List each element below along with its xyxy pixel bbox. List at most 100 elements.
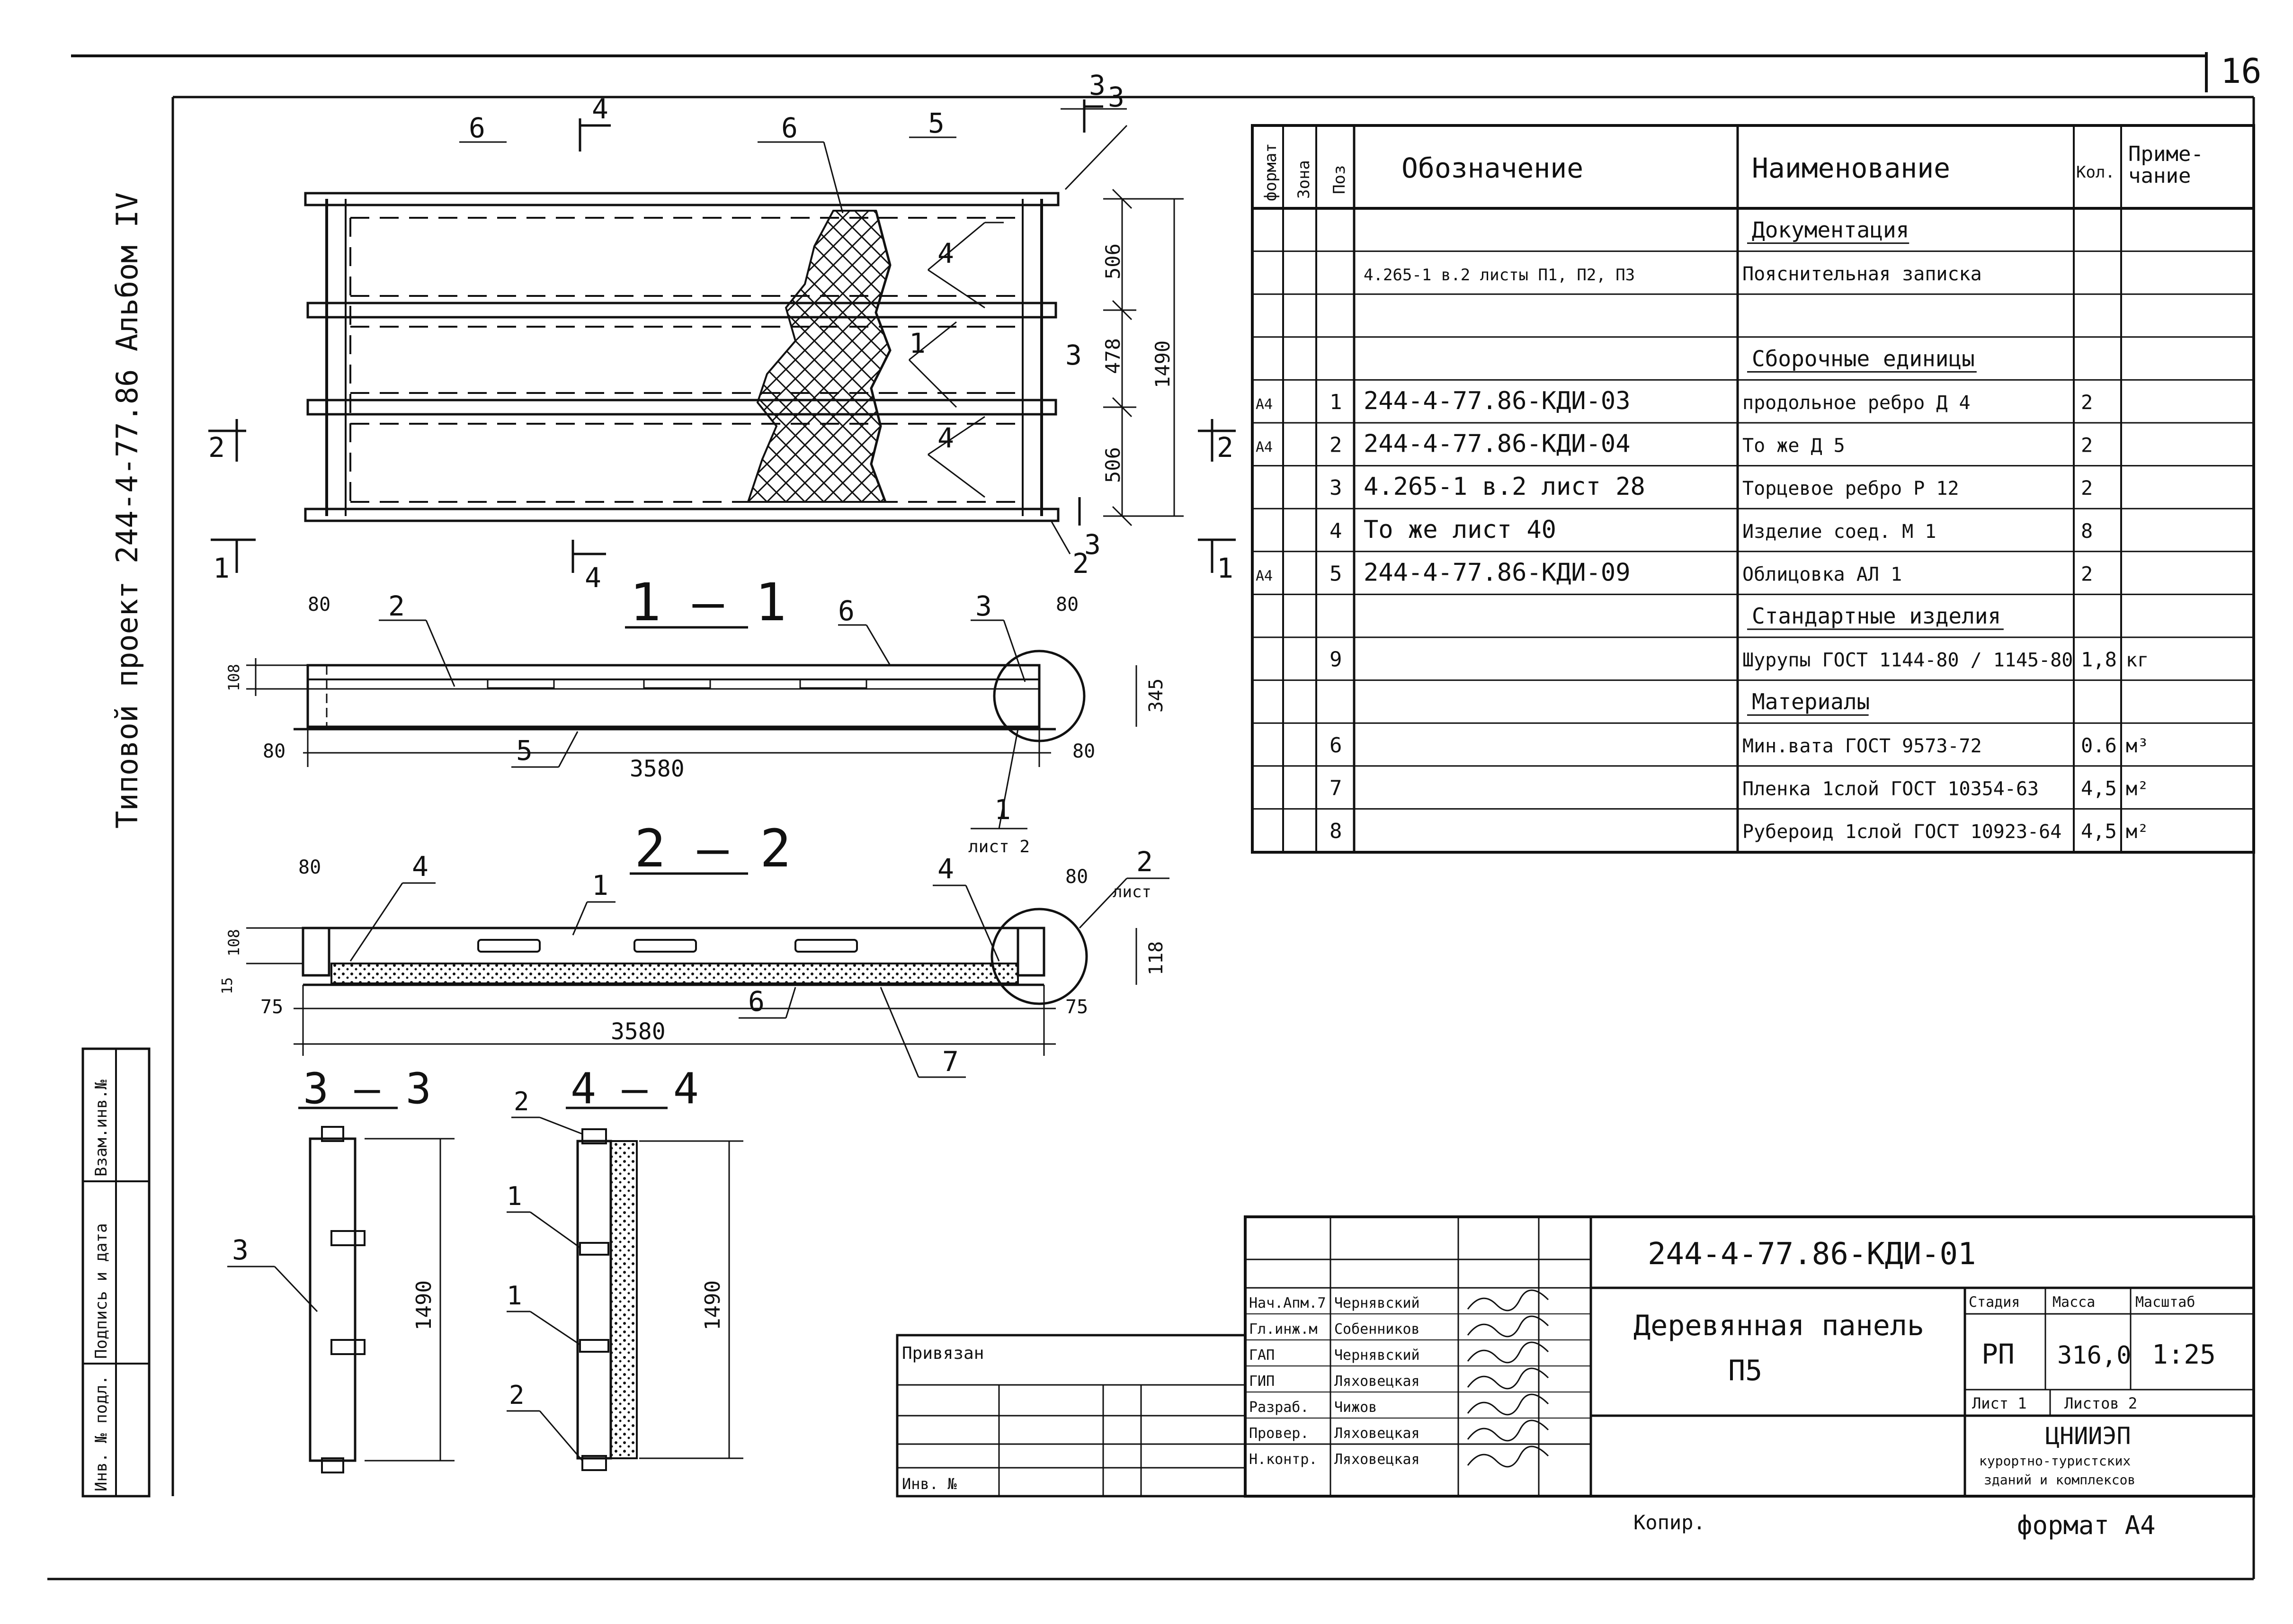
spec-cell-name: Пояснительная записка xyxy=(1742,263,1982,285)
plan-dim-bottom: 506 xyxy=(1101,447,1124,483)
spec-cell-format: А4 xyxy=(1256,568,1273,584)
s22-callout-4-left: 4 xyxy=(412,850,428,883)
section-1-1-callouts: 2 6 3 5 1 лист 2 xyxy=(379,590,1030,857)
plan-dims: 506 478 1490 506 xyxy=(1101,243,1174,483)
cut-3-top: 3 xyxy=(1089,69,1106,101)
spec-table-rows: Документация 4.265-1 в.2 листы П1, П2, П3… xyxy=(1252,217,2254,853)
spec-cell-name: Облицовка АЛ 1 xyxy=(1742,563,1902,585)
cut-2-right: 2 xyxy=(1217,431,1233,464)
sheets-label: Листов 2 xyxy=(2064,1394,2137,1412)
spec-cell-name: Шурупы ГОСТ 1144-80 / 1145-80 xyxy=(1742,650,2073,671)
spec-head-format: формат xyxy=(1261,143,1280,201)
section-1-1-title: 1 — 1 xyxy=(630,572,786,633)
plan-callout-4b: 4 xyxy=(937,422,954,454)
signature-mark xyxy=(1467,1289,1549,1312)
spec-cell-qty: 4,5 xyxy=(2081,776,2117,800)
s22-dim-height: 118 xyxy=(1145,941,1167,975)
spec-head-name: Наименование xyxy=(1752,152,1950,184)
spec-cell-note: м² xyxy=(2126,778,2149,800)
spec-cell-qty: 8 xyxy=(2081,519,2093,543)
role-person: Ляховецкая xyxy=(1334,1373,1420,1390)
left-stamp: Инв. № подл. Подпись и дата Взам.инв.№ xyxy=(81,1047,151,1498)
plan-callout-6b: 6 xyxy=(781,112,798,144)
spec-cell-format: А4 xyxy=(1256,439,1273,456)
signature-mark xyxy=(1467,1341,1549,1364)
spec-cell-pos: 6 xyxy=(1329,733,1342,758)
spec-cell-name: Сборочные единицы xyxy=(1752,346,1975,371)
spec-head-note: Приме-чание xyxy=(2128,142,2204,188)
section-4-4 xyxy=(507,1116,743,1471)
spec-row: Стандартные изделия xyxy=(1252,603,2254,638)
role-title: Разраб. xyxy=(1249,1399,1309,1416)
s11-dim-length: 3580 xyxy=(630,756,685,782)
spec-cell-qty: 2 xyxy=(2081,434,2093,457)
role-row: Н.контр.Ляховецкая xyxy=(1245,1444,1591,1468)
section-4-4-callouts: 2 1 1 2 xyxy=(507,1087,529,1410)
s11-callout-1: 1 xyxy=(994,794,1011,826)
spec-head-pos: Поз xyxy=(1330,165,1349,194)
spec-cell-name: Рубероид 1слой ГОСТ 10923-64 xyxy=(1742,821,2061,843)
cut-4-top: 4 xyxy=(592,93,608,125)
spec-cell-format: А4 xyxy=(1256,396,1273,413)
s11-dim-80-top: 80 xyxy=(308,594,330,616)
section-2-2 xyxy=(246,908,1137,1056)
spec-cell-code: 244-4-77.86-КДИ-04 xyxy=(1364,430,1631,458)
mass-label: Масса xyxy=(2052,1294,2095,1311)
plan-cut-marks: 1 1 2 2 4 4 3 3 xyxy=(208,69,1236,594)
spec-cell-note: кг xyxy=(2126,650,2149,671)
role-person: Чернявский xyxy=(1334,1347,1420,1364)
spec-cell-name: продольное ребро Д 4 xyxy=(1742,392,1971,414)
copied-label: Копир. xyxy=(1633,1511,1705,1534)
signature-mark xyxy=(1467,1315,1549,1338)
spec-cell-code: 4.265-1 в.2 лист 28 xyxy=(1364,473,1645,501)
spec-cell-name: Пленка 1слой ГОСТ 10354-63 xyxy=(1742,778,2039,800)
section-4-4-title: 4 — 4 xyxy=(571,1064,699,1114)
drawing-title-line2: П5 xyxy=(1728,1354,1762,1387)
section-1-1-dims: 80 108 80 3580 80 80 345 xyxy=(225,594,1167,782)
section-3-3-title: 3 — 3 xyxy=(303,1064,431,1114)
s22-callout-7: 7 xyxy=(942,1045,959,1078)
plan-callout-3: 3 xyxy=(1065,339,1082,371)
spec-cell-qty: 0.6 xyxy=(2081,734,2117,757)
spec-cell-name: Торцевое ребро Р 12 xyxy=(1742,478,1959,500)
section-3-3 xyxy=(227,1126,455,1473)
section-2-2-callouts: 4 1 4 2 6 7 лист xyxy=(349,846,1169,1078)
stamp-replace-label: Взам.инв.№ xyxy=(92,1080,111,1177)
spec-cell-pos: 9 xyxy=(1329,648,1342,672)
role-person: Чернявский xyxy=(1334,1295,1420,1312)
org-line3: зданий и комплексов xyxy=(1984,1472,2135,1488)
inv-label: Инв. № xyxy=(902,1475,957,1493)
format-label: формат А4 xyxy=(2017,1510,2156,1540)
signature-mark xyxy=(1467,1393,1549,1416)
spec-row: Сборочные единицы xyxy=(1252,346,2254,381)
s22-dim-80-right: 80 xyxy=(1065,866,1088,888)
spec-head-zone: Зона xyxy=(1294,160,1313,199)
cut-3-bottom: 3 xyxy=(1084,528,1101,561)
spec-cell-name: Материалы xyxy=(1752,689,1870,714)
s11-callout-2: 2 xyxy=(388,590,405,622)
org-line2: курортно-туристских xyxy=(1979,1453,2131,1469)
plan-dim-top: 506 xyxy=(1101,243,1124,279)
drawing-title-line1: Деревянная панель xyxy=(1633,1309,1924,1342)
spec-cell-pos: 4 xyxy=(1329,519,1342,543)
role-title: ГИП xyxy=(1249,1373,1275,1390)
s22-dim-75-left: 75 xyxy=(260,996,283,1018)
plan-dim-total: 1490 xyxy=(1151,340,1174,388)
role-title: Нач.Апм.7 xyxy=(1249,1295,1326,1312)
s22-dim-15: 15 xyxy=(219,977,236,994)
mass-value: 316,0 xyxy=(2057,1341,2132,1370)
spec-cell-qty: 2 xyxy=(2081,562,2093,585)
signature-mark xyxy=(1467,1419,1549,1442)
spec-row: Документация xyxy=(1252,217,2254,252)
spec-head-qty: Кол. xyxy=(2076,163,2115,182)
plan-view xyxy=(304,188,1184,526)
spec-cell-pos: 5 xyxy=(1329,562,1342,586)
